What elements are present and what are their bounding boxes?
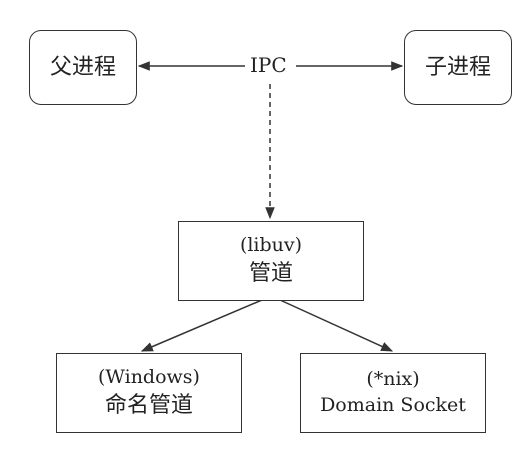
ipc-label: IPC (246, 53, 291, 77)
child-process-node: 子进程 (404, 30, 512, 105)
libuv-arrow-to-windows (140, 299, 263, 352)
libuv-pipe-node: (libuv) 管道 (178, 221, 364, 301)
parent-process-node: 父进程 (29, 30, 137, 105)
libuv-arrow-to-nix (279, 299, 394, 352)
windows-node-line1: (Windows) (98, 366, 200, 389)
child-process-label: 子进程 (424, 54, 491, 80)
windows-node-line2: 命名管道 (104, 392, 193, 418)
nix-domain-socket-node: (*nix) Domain Socket (300, 353, 486, 433)
libuv-pipe-line2: 管道 (248, 260, 293, 286)
nix-node-line2: Domain Socket (320, 394, 466, 416)
libuv-pipe-line1: (libuv) (239, 234, 303, 257)
parent-process-label: 父进程 (49, 54, 116, 80)
nix-node-line1: (*nix) (366, 368, 420, 391)
windows-named-pipe-node: (Windows) 命名管道 (56, 353, 242, 433)
